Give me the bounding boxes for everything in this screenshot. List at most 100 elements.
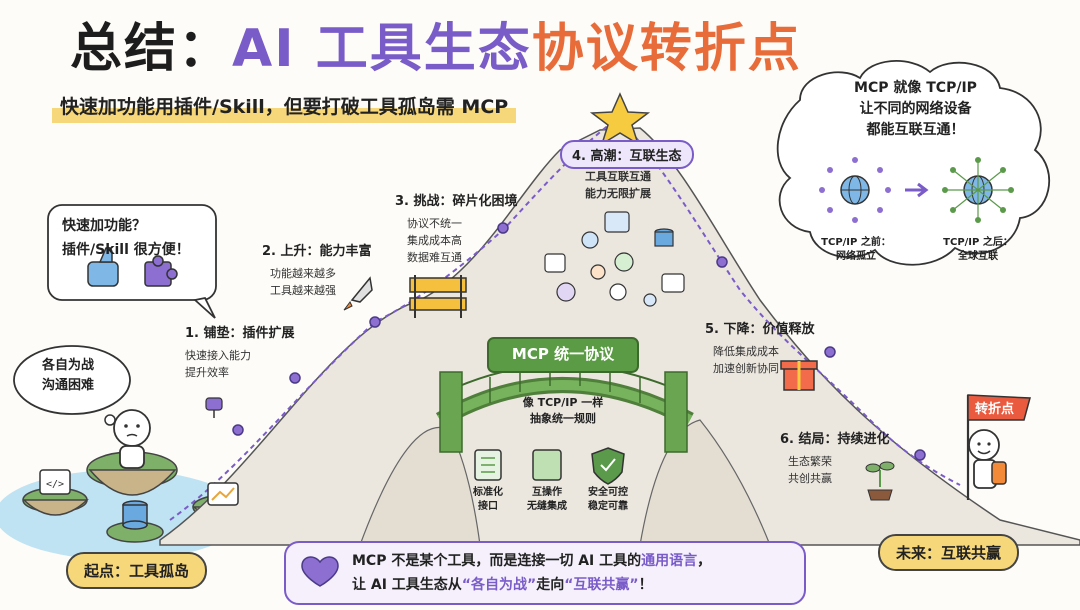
stage-2: 2. 上升：能力丰富 功能越来越多 工具越来越强 xyxy=(262,240,372,299)
stage-1-desc-1: 快速接入能力 xyxy=(185,349,251,362)
stage-dots xyxy=(232,222,926,461)
msg-l1-c: ， xyxy=(697,553,712,569)
bridge-item-1: 标准化 接口 xyxy=(463,486,513,514)
bridge-item-1-line-2: 接口 xyxy=(478,501,498,512)
page-title: 总结：AI 工具生态协议转折点 xyxy=(70,6,802,81)
cloud-before-line-1: TCP/IP 之前： xyxy=(821,237,891,248)
mountain xyxy=(159,127,1080,546)
stage-4: 工具互联互通 能力无限扩展 xyxy=(585,168,651,202)
title-part-2: AI 工具生态 xyxy=(232,19,532,79)
stage-1-title: 1. 铺垫：插件扩展 xyxy=(185,326,295,341)
cloud-after-line-1: TCP/IP 之后： xyxy=(943,237,1013,248)
stage-5: 5. 下降：价值释放 降低集成成本 加速创新协同 xyxy=(705,318,815,377)
cloud-before-line-2: 网络孤立 xyxy=(836,251,876,262)
msg-l2-c: 走向 xyxy=(536,577,565,593)
msg-l2-a: 让 AI 工具生态从 xyxy=(352,577,462,593)
bottom-message: MCP 不是某个工具，而是连接一切 AI 工具的通用语言， 让 AI 工具生态从… xyxy=(352,549,711,597)
island-bubble-line-2: 沟通困难 xyxy=(42,378,95,393)
sprout-icon xyxy=(865,461,895,501)
stage-3-title: 3. 挑战：碎片化困境 xyxy=(395,194,518,209)
stage-4-badge: 4. 高潮：互联生态 xyxy=(560,140,694,169)
stage-6: 6. 结局：持续进化 生态繁荣 共创共赢 xyxy=(780,428,890,487)
stage-2-desc-2: 工具越来越强 xyxy=(270,284,336,297)
bridge-item-3-line-2: 稳定可靠 xyxy=(588,501,628,512)
database-icon xyxy=(122,500,148,530)
stage-5-desc-1: 降低集成成本 xyxy=(713,345,779,358)
stage-3: 3. 挑战：碎片化困境 协议不统一 集成成本高 数据难互通 xyxy=(395,190,518,266)
bridge-item-2: 互操作 无缝集成 xyxy=(522,486,572,514)
tool-cluster-icons xyxy=(544,211,685,307)
msg-l2-d: “互联共赢” xyxy=(564,577,639,593)
flag-text: 转折点 xyxy=(975,402,1015,417)
stage-3-desc-2: 集成成本高 xyxy=(407,234,462,247)
thinking-character xyxy=(113,409,151,469)
bridge-item-1-line-1: 标准化 xyxy=(473,487,503,498)
mcp-bridge xyxy=(435,337,694,453)
stage-4-desc-2: 能力无限扩展 xyxy=(585,187,651,200)
stage-3-desc-3: 数据难互通 xyxy=(407,251,462,264)
left-bubble-text: 快速加功能？ 插件/Skill 很方便！ xyxy=(62,214,190,262)
end-badge: 未来：互联共赢 xyxy=(878,534,1020,571)
stage-5-desc-2: 加速创新协同 xyxy=(713,362,779,375)
left-bubble-line-1: 快速加功能？ xyxy=(62,218,146,234)
message-box xyxy=(284,541,806,605)
bridge-caption-1: 像 TCP/IP 一样 xyxy=(522,396,604,409)
page-subtitle: 快速加功能用插件/Skill，但要打破工具孤岛需 MCP xyxy=(52,90,517,123)
bridge-caption: 像 TCP/IP 一样 抽象统一规则 xyxy=(478,395,648,427)
bridge-item-2-line-2: 无缝集成 xyxy=(527,501,567,512)
bottom-message-line-2: 让 AI 工具生态从“各自为战”走向“互联共赢”！ xyxy=(352,573,711,597)
barrier-icon xyxy=(409,275,467,318)
stage-1: 1. 铺垫：插件扩展 快速接入能力 提升效率 xyxy=(185,322,295,381)
bridge-item-3-line-1: 安全可控 xyxy=(588,487,628,498)
island-bubble-text: 各自为战 沟通困难 xyxy=(42,356,94,396)
bottom-message-line-1: MCP 不是某个工具，而是连接一切 AI 工具的通用语言， xyxy=(352,549,711,573)
stage-1-desc-2: 提升效率 xyxy=(185,366,229,379)
heart-icon xyxy=(301,556,339,587)
goal-character xyxy=(966,394,1031,500)
msg-l1-a: MCP 不是某个工具，而是连接一切 AI 工具的 xyxy=(352,553,642,569)
cloud-after-line-2: 全球互联 xyxy=(958,251,998,262)
stage-4-desc-1: 工具互联互通 xyxy=(585,170,651,183)
svg-text:</>: </> xyxy=(46,479,64,490)
cloud-line-2: 让不同的网络设备 xyxy=(859,101,972,117)
title-part-1: 总结： xyxy=(70,19,233,79)
cloud-line-1: MCP 就像 TCP/IP xyxy=(854,80,977,96)
globe-connected-icon xyxy=(942,157,1014,223)
island-thought-bubble-shape xyxy=(13,345,131,415)
cloud-before-label: TCP/IP 之前： 网络孤立 xyxy=(820,236,892,264)
stage-6-title: 6. 结局：持续进化 xyxy=(780,432,890,447)
rocket-icon xyxy=(343,276,373,311)
code-window-icon xyxy=(39,469,71,495)
plug-icon xyxy=(205,397,223,418)
cloud-text: MCP 就像 TCP/IP 让不同的网络设备 都能互联互通！ xyxy=(828,78,1003,141)
cloud-shape xyxy=(776,60,1051,266)
left-bubble-line-2: 插件/Skill 很方便！ xyxy=(62,242,190,258)
stage-6-desc-1: 生态繁荣 xyxy=(788,455,832,468)
bridge-item-3: 安全可控 稳定可靠 xyxy=(583,486,633,514)
puzzle-icon xyxy=(144,255,178,287)
arrow-right-icon xyxy=(905,182,929,198)
stage-3-desc-1: 协议不统一 xyxy=(407,217,462,230)
island-bubble-line-1: 各自为战 xyxy=(42,358,95,373)
title-part-3: 协议转折点 xyxy=(531,19,802,79)
cloud-line-3: 都能互联互通！ xyxy=(866,122,965,138)
msg-l2-b: “各自为战” xyxy=(461,577,537,593)
stage-2-desc-1: 功能越来越多 xyxy=(270,267,336,280)
thumbs-up-icon xyxy=(87,246,119,287)
cloud-after-label: TCP/IP 之后： 全球互联 xyxy=(942,236,1014,264)
msg-l1-b: 通用语言 xyxy=(641,553,698,569)
stage-5-title: 5. 下降：价值释放 xyxy=(705,322,815,337)
bridge-caption-2: 抽象统一规则 xyxy=(530,412,596,425)
stage-4-title: 4. 高潮：互联生态 xyxy=(572,149,682,164)
bridge-sign-text: MCP 统一协议 xyxy=(511,345,615,363)
gift-icon xyxy=(780,360,818,391)
summit-star-icon xyxy=(589,92,651,146)
bridge-item-2-line-1: 互操作 xyxy=(532,487,562,498)
start-badge: 起点：工具孤岛 xyxy=(66,552,208,589)
globe-isolated-icon xyxy=(819,157,891,223)
stage-6-desc-2: 共创共赢 xyxy=(788,472,832,485)
stage-2-title: 2. 上升：能力丰富 xyxy=(262,244,372,259)
msg-l2-e: ！ xyxy=(638,577,653,593)
puzzle-block-icon xyxy=(532,449,562,481)
